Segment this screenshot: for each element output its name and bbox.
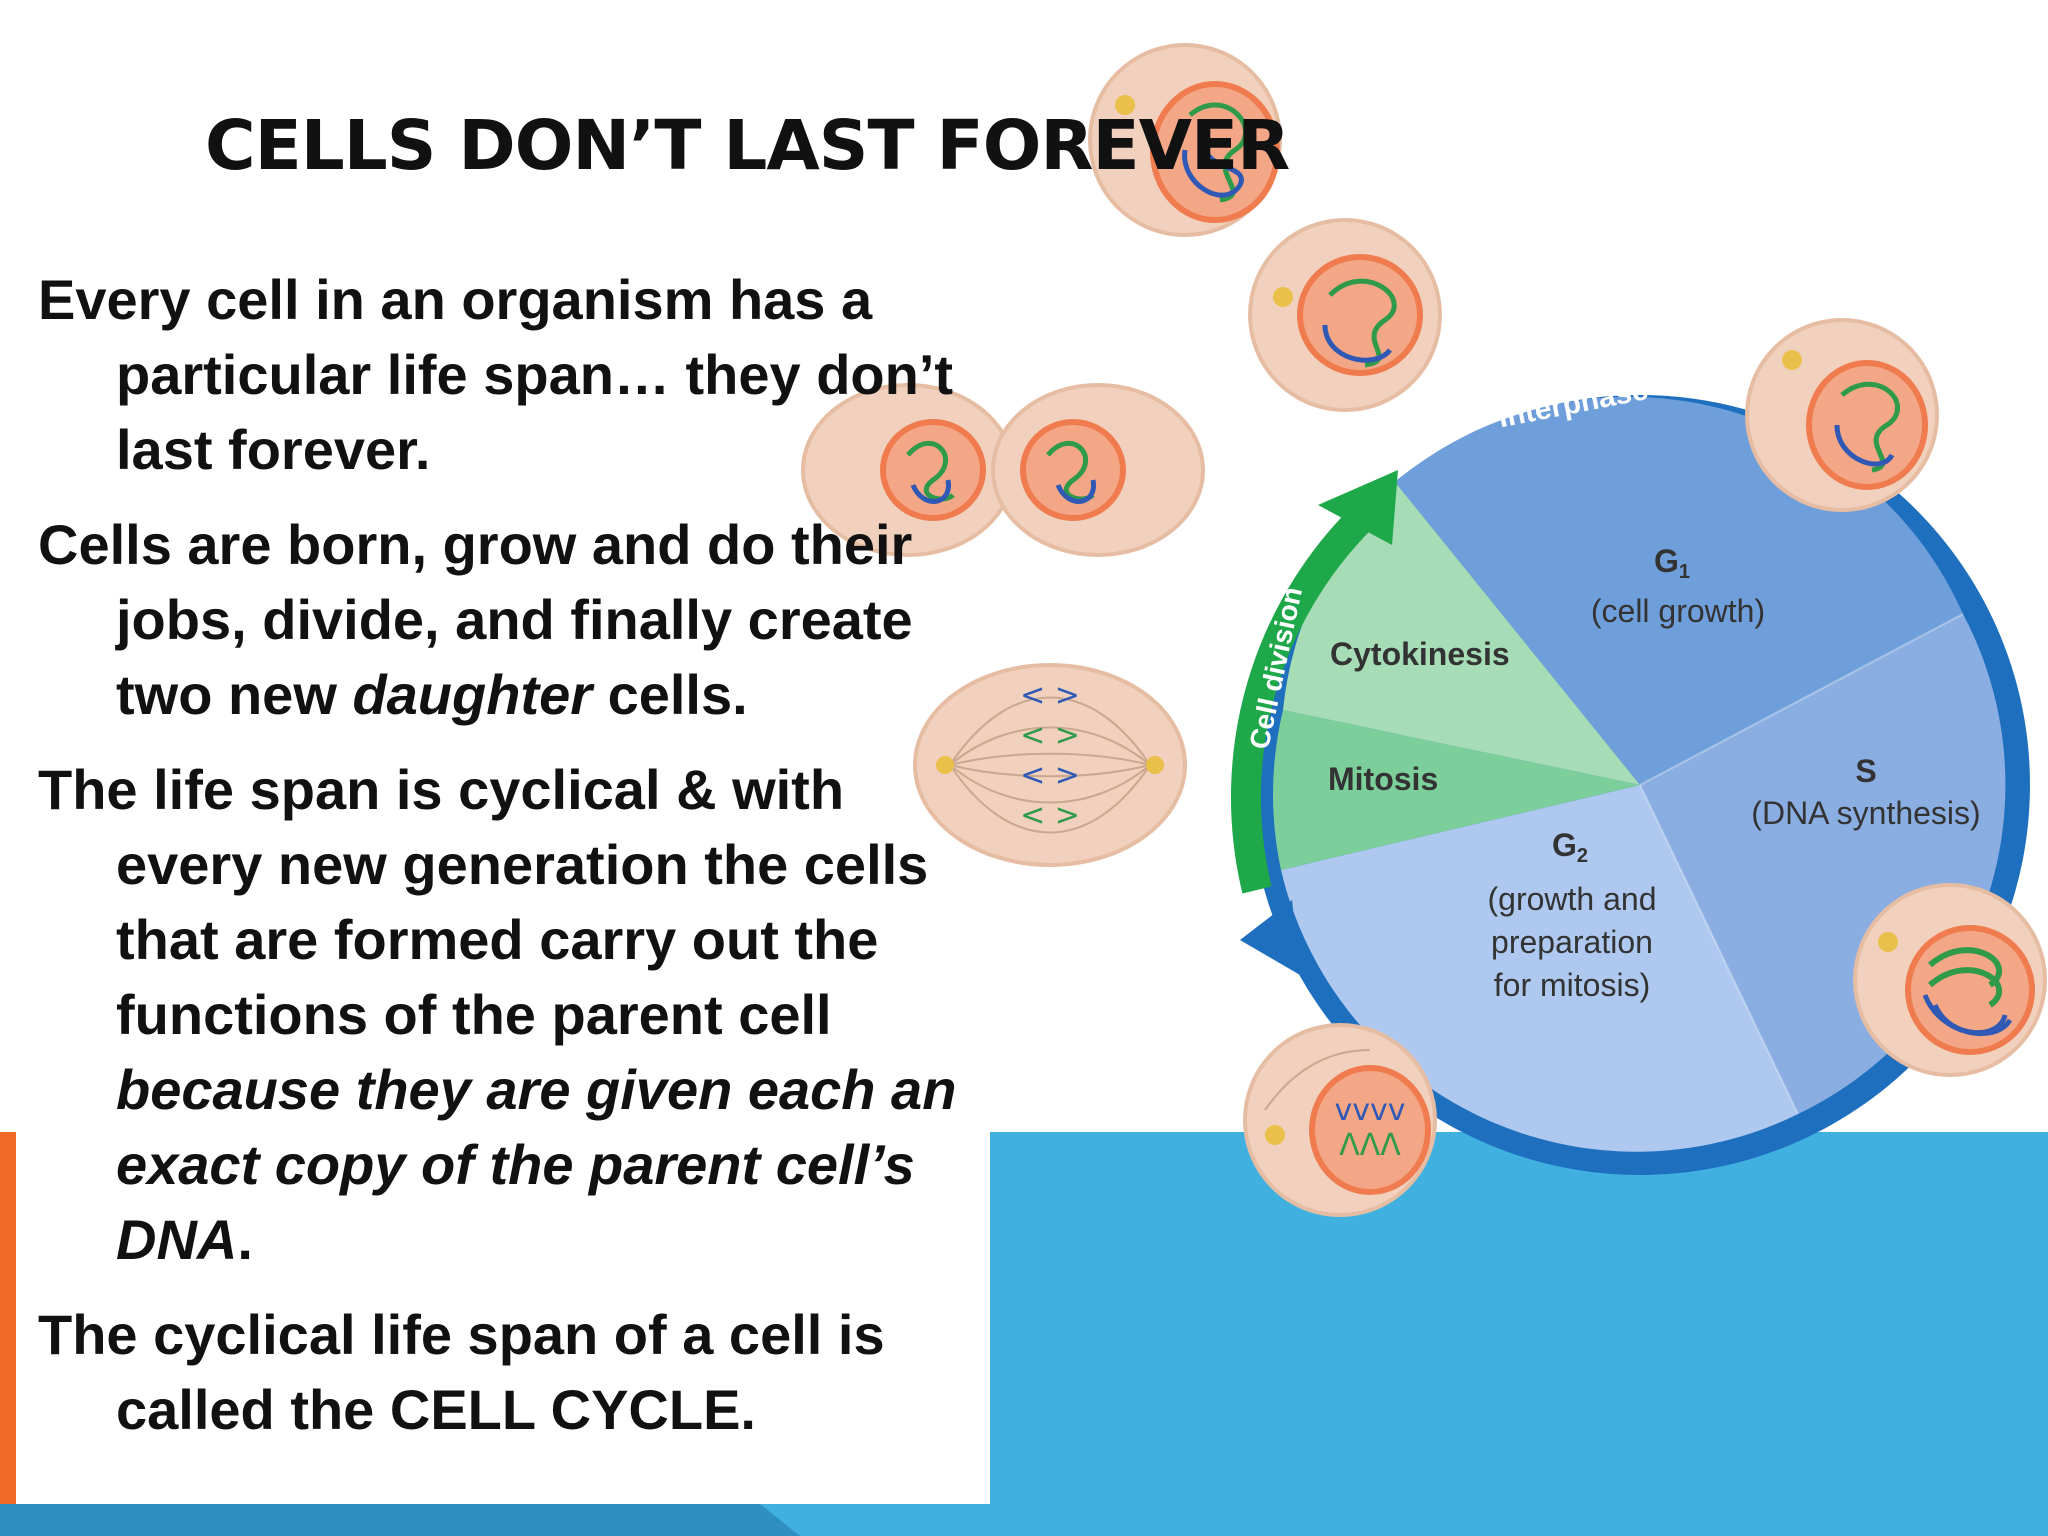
bullet-item: The life span is cyclical & with every n… xyxy=(38,758,957,1271)
cell-g2-icon: vvvv ΛΛΛ xyxy=(1243,1023,1437,1217)
s-label: S xyxy=(1855,753,1876,789)
slide-title: CELLS DON’T LAST FOREVER xyxy=(205,106,1290,186)
cell-prophase-icon xyxy=(1248,218,1442,412)
cell-s-phase-icon xyxy=(1853,883,2047,1077)
g2-description-line-1: (growth and xyxy=(1488,881,1657,917)
g2-label: G2 xyxy=(1552,827,1588,867)
svg-text:< >: < > xyxy=(1020,798,1080,833)
cytokinesis-label: Cytokinesis xyxy=(1330,636,1510,672)
bullet-item: The cyclical life span of a cell is call… xyxy=(38,1303,885,1441)
orange-accent-bar xyxy=(0,1132,16,1504)
text-panel-background xyxy=(0,1132,990,1504)
svg-text:vvvv: vvvv xyxy=(1334,1093,1405,1128)
s-description: (DNA synthesis) xyxy=(1751,795,1980,831)
wedge-cytokinesis xyxy=(1283,482,1640,785)
bullet-item: Every cell in an organism has a particul… xyxy=(38,268,954,481)
bottom-accent-strip xyxy=(0,1504,800,1536)
cell-division-arrowhead xyxy=(1318,470,1398,545)
interphase-arrowhead xyxy=(1240,900,1300,975)
cell-g1-icon xyxy=(1745,318,1939,512)
bullet-item: Cells are born, grow and do their jobs, … xyxy=(38,513,913,726)
svg-text:< >: < > xyxy=(1020,758,1080,793)
g1-description: (cell growth) xyxy=(1591,593,1765,629)
svg-text:< >: < > xyxy=(1020,678,1080,713)
svg-text:< >: < > xyxy=(1020,718,1080,753)
cell-late-interphase-icon xyxy=(1088,43,1282,237)
cell-division-arc xyxy=(1230,497,1383,894)
mitosis-label: Mitosis xyxy=(1328,761,1438,797)
cell-dividing-icon xyxy=(801,383,1205,557)
wedge-mitosis xyxy=(1273,710,1640,870)
g2-description-line-3: for mitosis) xyxy=(1494,967,1650,1003)
bullet-list: Every cell in an organism has a particul… xyxy=(38,262,988,1467)
g1-label: G1 xyxy=(1654,543,1690,583)
g2-description-line-2: preparation xyxy=(1491,924,1653,960)
cell-metaphase-icon: < > < > < > < > xyxy=(913,663,1187,867)
svg-text:ΛΛΛ: ΛΛΛ xyxy=(1339,1128,1401,1163)
